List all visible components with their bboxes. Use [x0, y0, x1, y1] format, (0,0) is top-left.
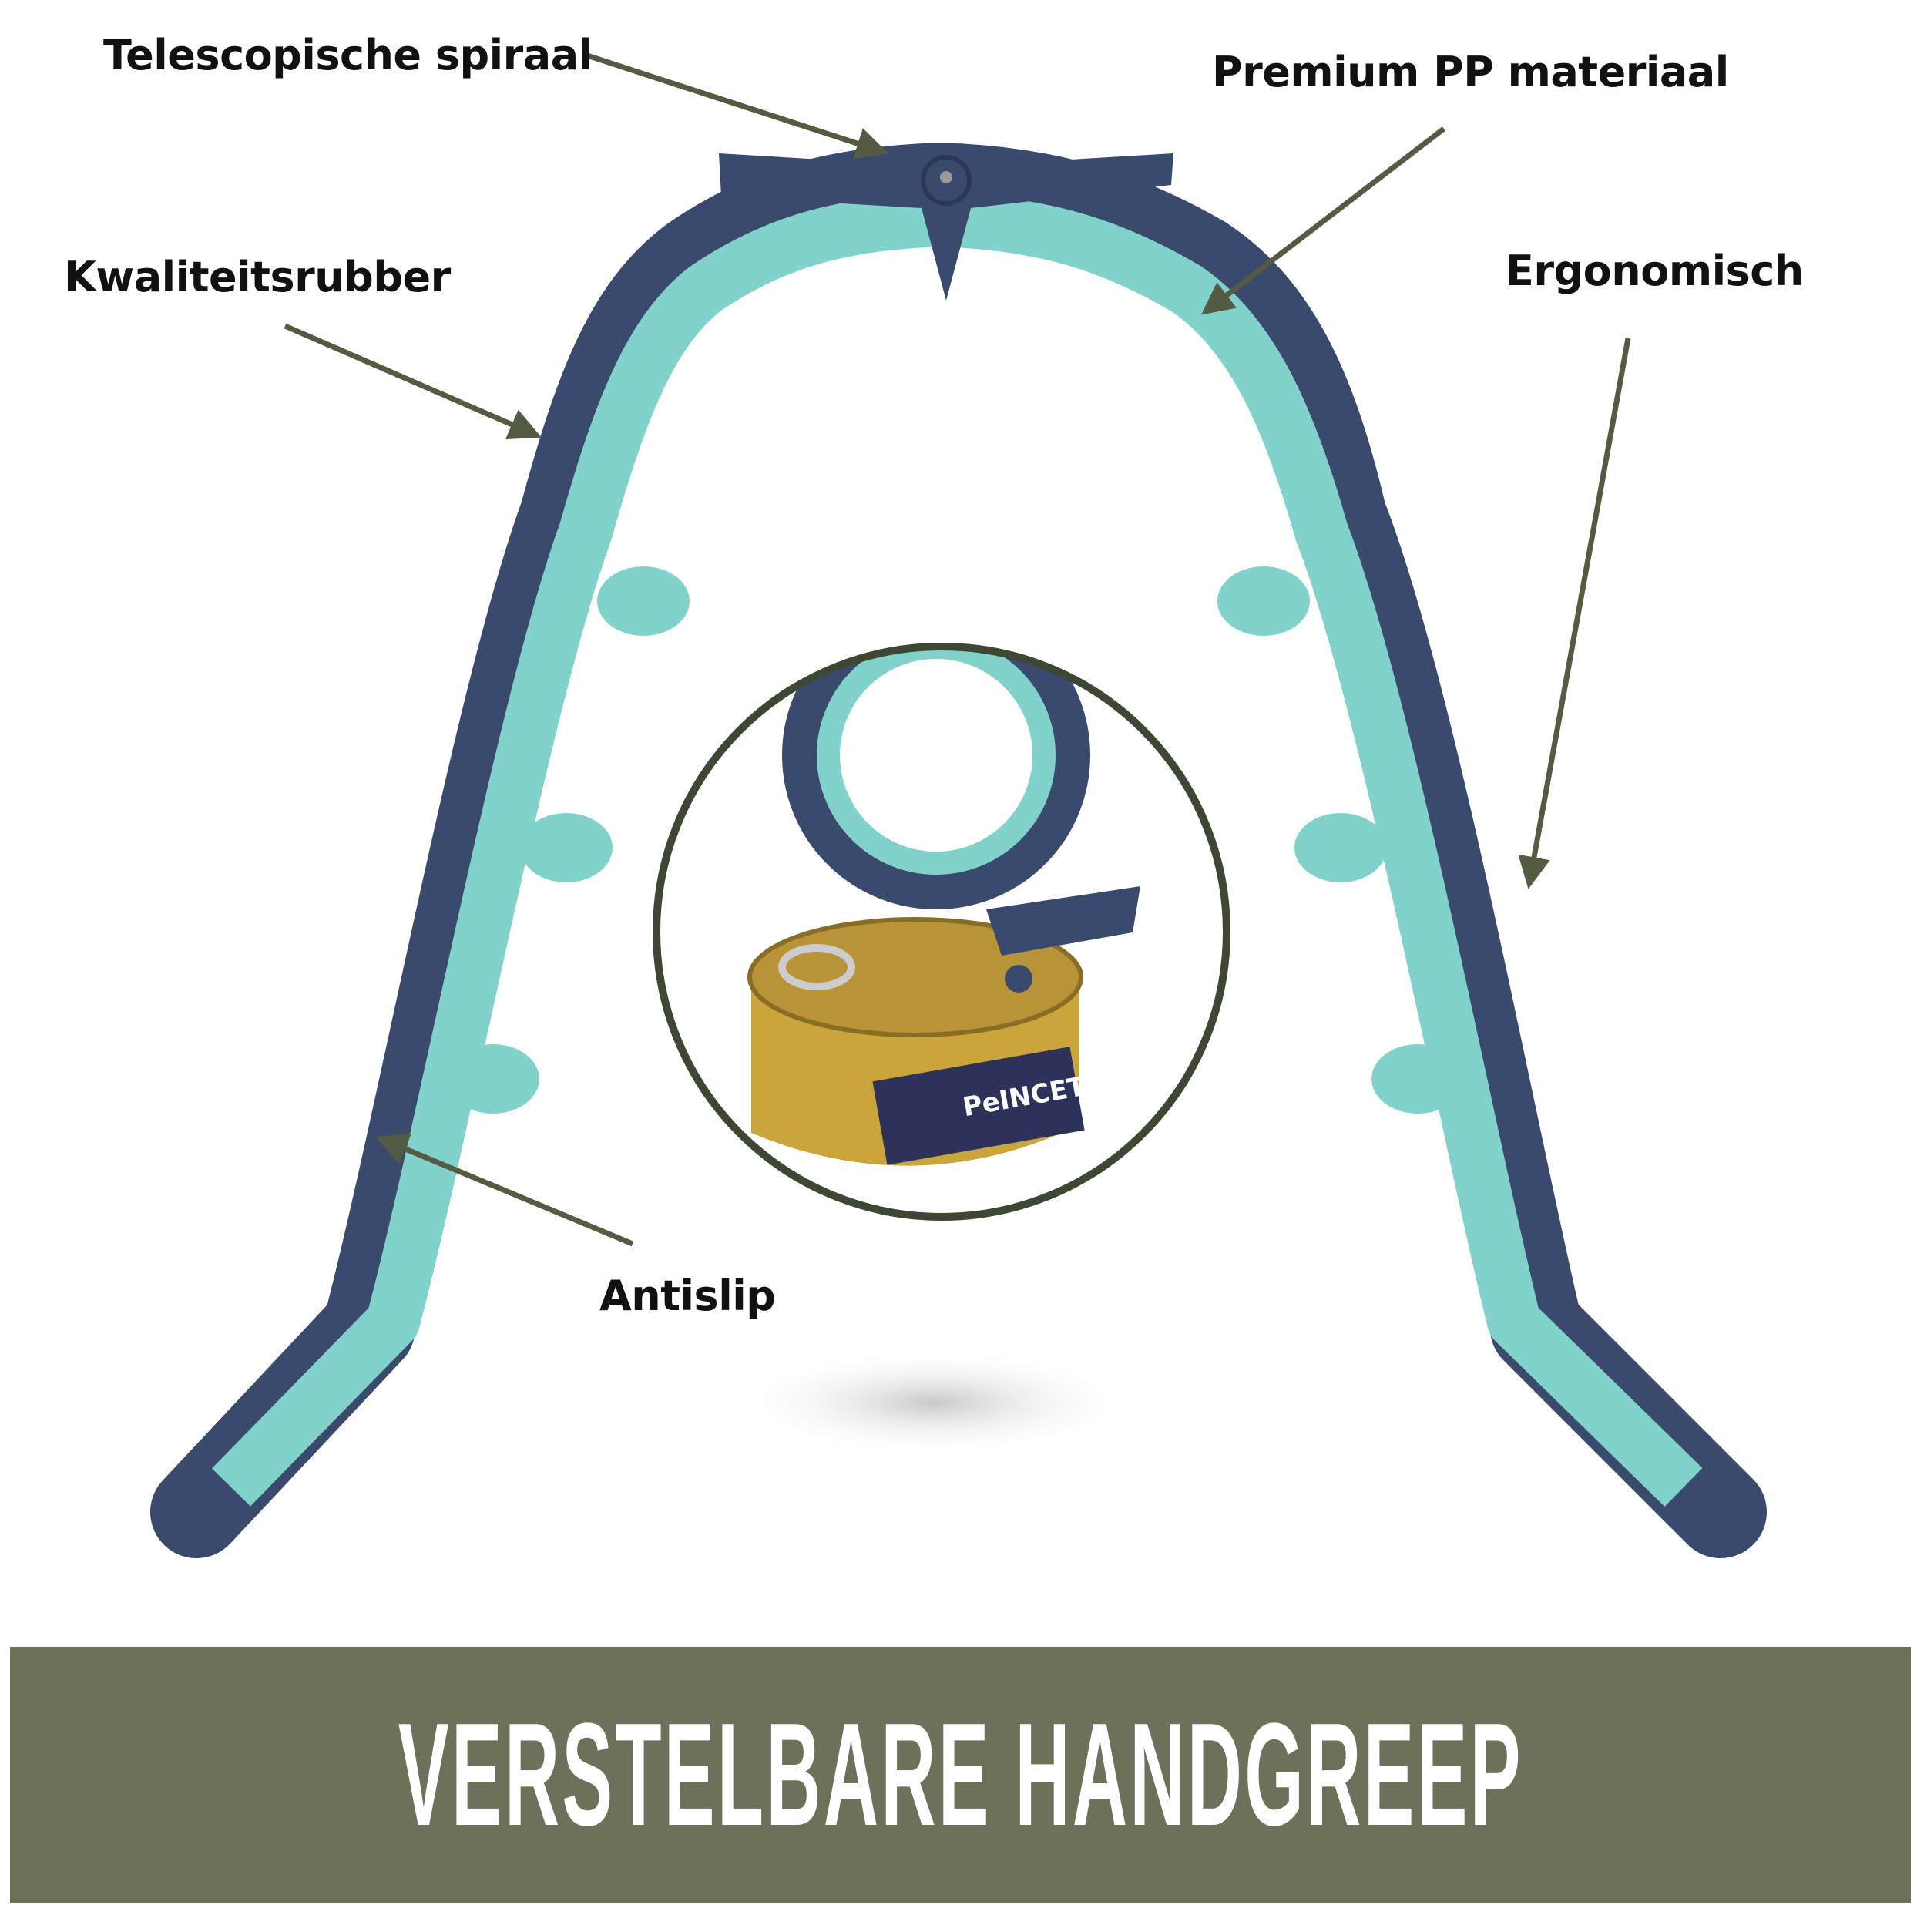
jar-opener-handle [150, 143, 1767, 1558]
callout-antislip: Antislip [599, 1272, 776, 1320]
arrow-rubber [284, 323, 542, 440]
callout-premium-pp: Premium PP materiaal [1212, 48, 1729, 96]
arrow-antislip [375, 1134, 634, 1247]
drop-shadow [734, 1349, 1134, 1457]
callout-quality-rubber: Kwaliteitsrubber [64, 253, 451, 301]
usage-inset: PeINCET [653, 643, 1230, 1221]
arrow-premium-pp [1200, 126, 1446, 315]
arrow-ergonomic [1518, 338, 1631, 889]
banner-title: VERSTELBARE HANDGREEP [398, 1693, 1523, 1856]
callout-ergonomic: Ergonomisch [1506, 247, 1804, 295]
top-wings [719, 153, 1173, 301]
grip-bumps [447, 566, 1464, 1114]
inset-ring [653, 643, 1230, 1221]
title-banner: VERSTELBARE HANDGREEP [10, 1647, 1911, 1903]
arrow-telescopic [586, 52, 889, 160]
callout-telescopic-spiral: Telescopische spiraal [103, 31, 593, 79]
